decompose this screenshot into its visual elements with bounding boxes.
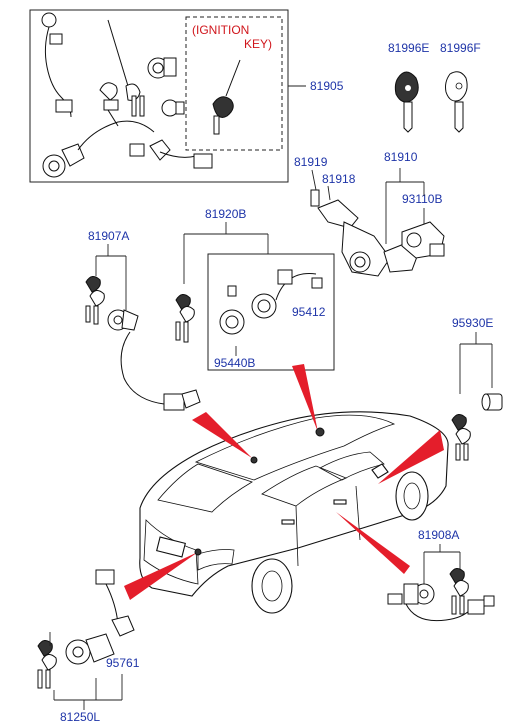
trunk-lock-assembly-group: 95761 81250L: [37, 569, 140, 724]
ignition-key-note-line1: (IGNITION: [192, 23, 249, 37]
part-number-95440B: 95440B: [214, 356, 255, 370]
ignition-key-note-line2: KEY): [244, 37, 272, 51]
cylinder-cap-icon: [481, 393, 503, 411]
ignition-switch-icon: [401, 221, 445, 259]
part-number-81996E: 81996E: [388, 41, 429, 55]
part-number-95930E: 95930E: [452, 316, 493, 330]
part-number-81905: 81905: [310, 79, 344, 93]
part-number-95412: 95412: [292, 305, 326, 319]
passenger-cylinder-icon: [387, 583, 495, 622]
part-number-81908A: 81908A: [418, 528, 459, 542]
part-number-81918: 81918: [322, 172, 356, 186]
door-cylinder-icon: [107, 309, 201, 411]
part-number-81907A: 81907A: [88, 229, 129, 243]
part-number-81919: 81919: [294, 155, 328, 169]
lock-set-kit-box: (IGNITION KEY): [29, 9, 344, 183]
pointer-front-door: [378, 430, 444, 484]
trunk-cylinder-set-group: 95930E: [451, 316, 503, 461]
spare-key-icon: [451, 414, 471, 461]
part-number-81996F: 81996F: [440, 41, 481, 55]
ignition-key-icon: [212, 59, 241, 135]
trunk-cylinder-icon: [219, 269, 323, 335]
lock-cylinder-icon: [147, 57, 185, 117]
door-cylinder-icon: [41, 12, 73, 118]
key-blank-e-icon: [394, 71, 419, 133]
trunk-lock-cylinder-icon: [65, 633, 115, 665]
key-blank-group: 81996E 81996F: [388, 41, 481, 133]
driver-door-lock-group: 81907A: [85, 229, 201, 411]
part-number-81920B: 81920B: [205, 207, 246, 221]
passenger-door-lock-group: 81908A: [387, 528, 495, 622]
trunk-lock-group: 81920B 95412 95440B: [175, 207, 335, 371]
passenger-key-icon: [449, 568, 469, 615]
part-number-81250L: 81250L: [60, 710, 100, 724]
part-number-93110B: 93110B: [402, 192, 442, 206]
location-pointers: [124, 364, 444, 600]
trunk-key-pair-icon: [37, 640, 57, 689]
door-lock-assembly-icon: [42, 120, 213, 178]
pointer-trunk: [124, 552, 198, 600]
keys-icon: [99, 19, 145, 127]
part-number-81910: 81910: [384, 150, 418, 164]
key-blank-f-icon: [445, 71, 468, 133]
pointer-driver-door: [192, 412, 252, 458]
trunk-key-icon: [175, 294, 195, 343]
pointer-ignition: [292, 364, 318, 432]
car-body-illustration: [139, 411, 449, 614]
trunk-actuator-icon: [95, 569, 135, 637]
door-key-icon: [85, 276, 105, 325]
pointer-rear-door: [336, 512, 410, 574]
steering-lock-group: 81919 81910 81918 93110B: [294, 150, 445, 277]
part-number-95761: 95761: [106, 656, 140, 670]
